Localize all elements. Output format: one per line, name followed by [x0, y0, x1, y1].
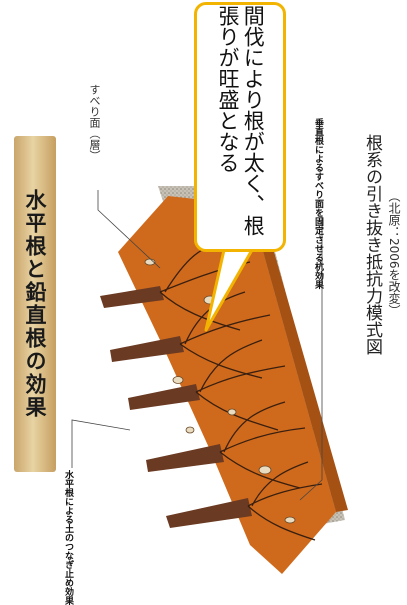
- slip-surface-label: すべり面（層）: [88, 84, 101, 161]
- callout-text: 間伐により根が太く、根張りが旺盛となる: [216, 5, 266, 236]
- roots: [159, 239, 323, 541]
- soil-edge: [250, 205, 348, 512]
- leader-lines: [71, 190, 323, 501]
- diagram-title: 水平根と鉛直根の効果: [23, 189, 47, 419]
- diagram-caption: 根系の引き抜き抵抗力模式図: [362, 134, 382, 355]
- title-banner: 水平根と鉛直根の効果: [14, 136, 56, 472]
- vertical-roots-label: 垂直根によるすべり面を固定させる杭効果: [313, 118, 323, 289]
- horizontal-roots-label: 水平根による土のつなぎ止め効果: [63, 470, 73, 605]
- callout-box: 間伐により根が太く、根張りが旺盛となる: [194, 2, 286, 252]
- caption-source: （北原：2006を改変）: [387, 190, 401, 317]
- soil-layer: [118, 196, 336, 574]
- tree-trunks: [100, 286, 252, 528]
- root-diagram: [71, 186, 348, 574]
